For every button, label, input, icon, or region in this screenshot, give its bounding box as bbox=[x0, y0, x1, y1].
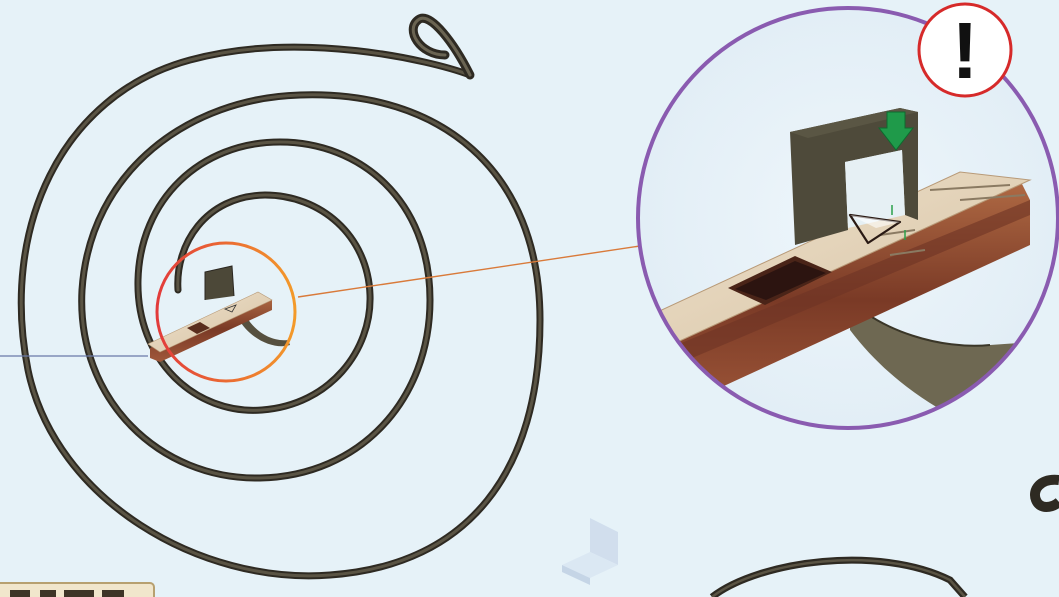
step-thumbnail bbox=[0, 583, 154, 597]
leader-line bbox=[298, 246, 640, 297]
center-assembly bbox=[148, 266, 290, 362]
next-step-strap bbox=[712, 560, 965, 597]
exclamation-icon: ! bbox=[952, 6, 979, 95]
coiled-strap bbox=[21, 18, 540, 576]
warning-badge: ! bbox=[919, 4, 1011, 96]
rotate-view-icon bbox=[562, 518, 618, 585]
edge-strap-curl bbox=[1035, 480, 1059, 507]
